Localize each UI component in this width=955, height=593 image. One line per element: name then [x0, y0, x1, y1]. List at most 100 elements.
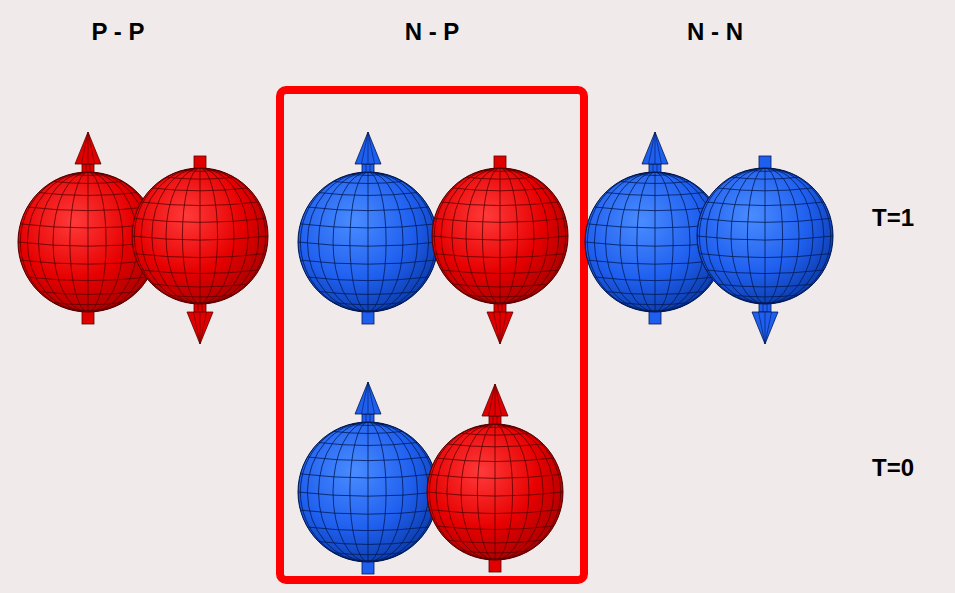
meridian	[655, 172, 656, 312]
arrow-grid	[200, 312, 207, 344]
sphere-grid	[298, 422, 438, 562]
isospin-label: T=0	[872, 454, 914, 482]
meridian	[747, 168, 782, 304]
meridian	[495, 424, 496, 560]
sphere-body	[298, 422, 438, 562]
sphere-body	[132, 168, 268, 304]
meridian	[70, 172, 106, 312]
arrow-grid	[655, 132, 656, 164]
meridian	[477, 424, 512, 560]
meridian	[466, 168, 534, 304]
meridian	[706, 168, 824, 304]
arrow-grid	[194, 312, 201, 344]
proton-sphere	[432, 156, 568, 344]
pair-label: P - P	[92, 18, 145, 46]
neutron-sphere	[697, 156, 833, 344]
meridian	[731, 168, 799, 304]
sphere-body	[427, 424, 563, 560]
meridian	[482, 168, 517, 304]
meridian	[368, 172, 369, 312]
meridian	[333, 422, 403, 562]
meridian	[298, 172, 438, 312]
meridian	[429, 424, 560, 560]
meridian	[447, 424, 543, 560]
pair-label: N - P	[405, 18, 460, 46]
proton-sphere	[427, 384, 563, 572]
isospin-label: T=1	[872, 204, 914, 232]
arrow-grid	[495, 384, 502, 416]
arrow-grid	[368, 382, 375, 414]
sphere-grid	[427, 424, 563, 560]
meridian	[200, 168, 201, 304]
meridian	[319, 172, 418, 312]
meridian	[368, 422, 369, 562]
meridian	[432, 168, 568, 304]
meridian	[620, 172, 690, 312]
meridian	[132, 168, 268, 304]
meridian	[461, 424, 529, 560]
meridian	[300, 422, 435, 562]
sphere-grid	[132, 168, 268, 304]
arrow-head	[482, 384, 508, 416]
meridian	[27, 172, 148, 312]
arrow-head	[487, 312, 513, 344]
meridian	[500, 168, 501, 304]
meridian	[436, 424, 554, 560]
highlight-frame	[280, 90, 584, 580]
arrow-grid	[82, 132, 89, 164]
meridian	[699, 168, 830, 304]
meridian	[434, 168, 565, 304]
meridian	[298, 422, 438, 562]
arrow-grid	[362, 382, 369, 414]
arrow-grid	[765, 312, 766, 344]
arrow-grid	[88, 132, 95, 164]
arrow-grid	[489, 384, 496, 416]
meridian	[350, 172, 386, 312]
sphere-body	[697, 168, 833, 304]
pair-label: N - N	[687, 18, 743, 46]
meridian	[765, 168, 766, 304]
meridian	[88, 172, 89, 312]
meridian	[606, 172, 705, 312]
arrow-grid	[765, 312, 772, 344]
arrow-head	[355, 132, 381, 164]
sphere-grid	[697, 168, 833, 304]
meridian	[333, 172, 403, 312]
meridian	[307, 172, 428, 312]
meridian	[697, 168, 833, 304]
sphere-body	[432, 168, 568, 304]
meridian	[39, 172, 138, 312]
meridian	[166, 168, 234, 304]
arrow-grid	[362, 132, 369, 164]
arrow-head	[355, 382, 381, 414]
arrow-grid	[368, 132, 375, 164]
arrow-grid	[494, 312, 501, 344]
sphere-grid	[432, 168, 568, 304]
meridian	[152, 168, 248, 304]
neutron-sphere	[298, 382, 438, 574]
meridian	[350, 422, 386, 562]
meridian	[53, 172, 123, 312]
arrow-grid	[759, 312, 766, 344]
sphere-grid	[298, 172, 438, 312]
meridian	[717, 168, 813, 304]
meridian	[637, 172, 673, 312]
arrow-grid	[500, 312, 507, 344]
meridian	[307, 422, 428, 562]
arrow-grid	[500, 312, 501, 344]
arrow-grid	[655, 132, 662, 164]
arrow-grid	[368, 132, 369, 164]
proton-sphere	[132, 156, 268, 344]
arrow-head	[752, 312, 778, 344]
arrow-grid	[88, 132, 89, 164]
arrow-grid	[649, 132, 656, 164]
meridian	[134, 168, 265, 304]
arrow-grid	[200, 312, 201, 344]
meridian	[427, 424, 563, 560]
neutron-sphere	[298, 132, 438, 324]
meridian	[441, 168, 559, 304]
arrow-grid	[495, 384, 496, 416]
arrow-grid	[368, 382, 369, 414]
arrow-head	[642, 132, 668, 164]
